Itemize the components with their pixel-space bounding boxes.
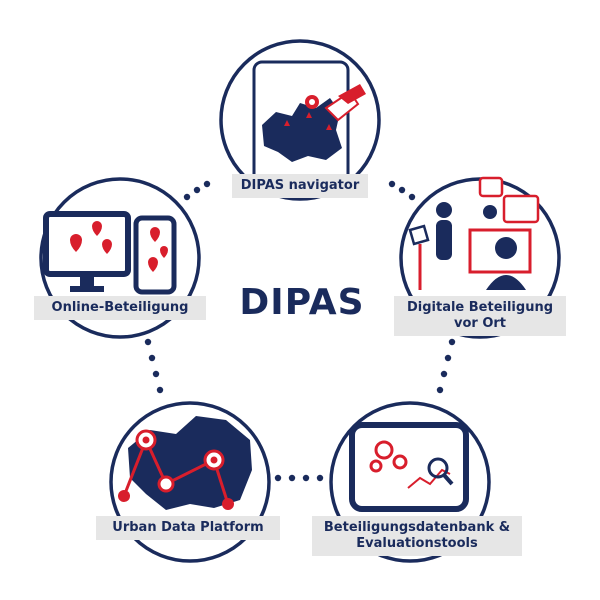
label-dipas-navigator: DIPAS navigator <box>232 174 368 198</box>
people-speech-icon <box>408 176 540 290</box>
label-text: Beteiligungsdatenbank & <box>323 520 511 535</box>
dotted-connectors <box>144 180 456 482</box>
diagram-title: DIPAS <box>239 282 365 323</box>
map-network-icon <box>118 416 252 510</box>
label-text: DIPAS navigator <box>240 178 360 193</box>
devices-pins-icon <box>43 211 177 295</box>
label-text: Urban Data Platform <box>112 520 264 535</box>
node-dipas-navigator <box>219 39 381 201</box>
label-text-line2: Evaluationstools <box>356 536 478 551</box>
analytics-monitor-icon <box>349 422 469 512</box>
label-text: Digitale Beteiligung <box>406 300 554 315</box>
label-online-beteiligung: Online-Beteiligung <box>34 296 206 320</box>
tablet-map-icon <box>252 60 366 184</box>
label-digitale-beteiligung: Digitale Beteiligung vor Ort <box>394 296 566 336</box>
label-urban-data-platform: Urban Data Platform <box>96 516 280 540</box>
label-text: Online-Beteiligung <box>51 300 189 315</box>
label-text-line2: vor Ort <box>453 316 507 331</box>
label-beteiligungsdatenbank: Beteiligungsdatenbank & Evaluationstools <box>312 516 522 556</box>
